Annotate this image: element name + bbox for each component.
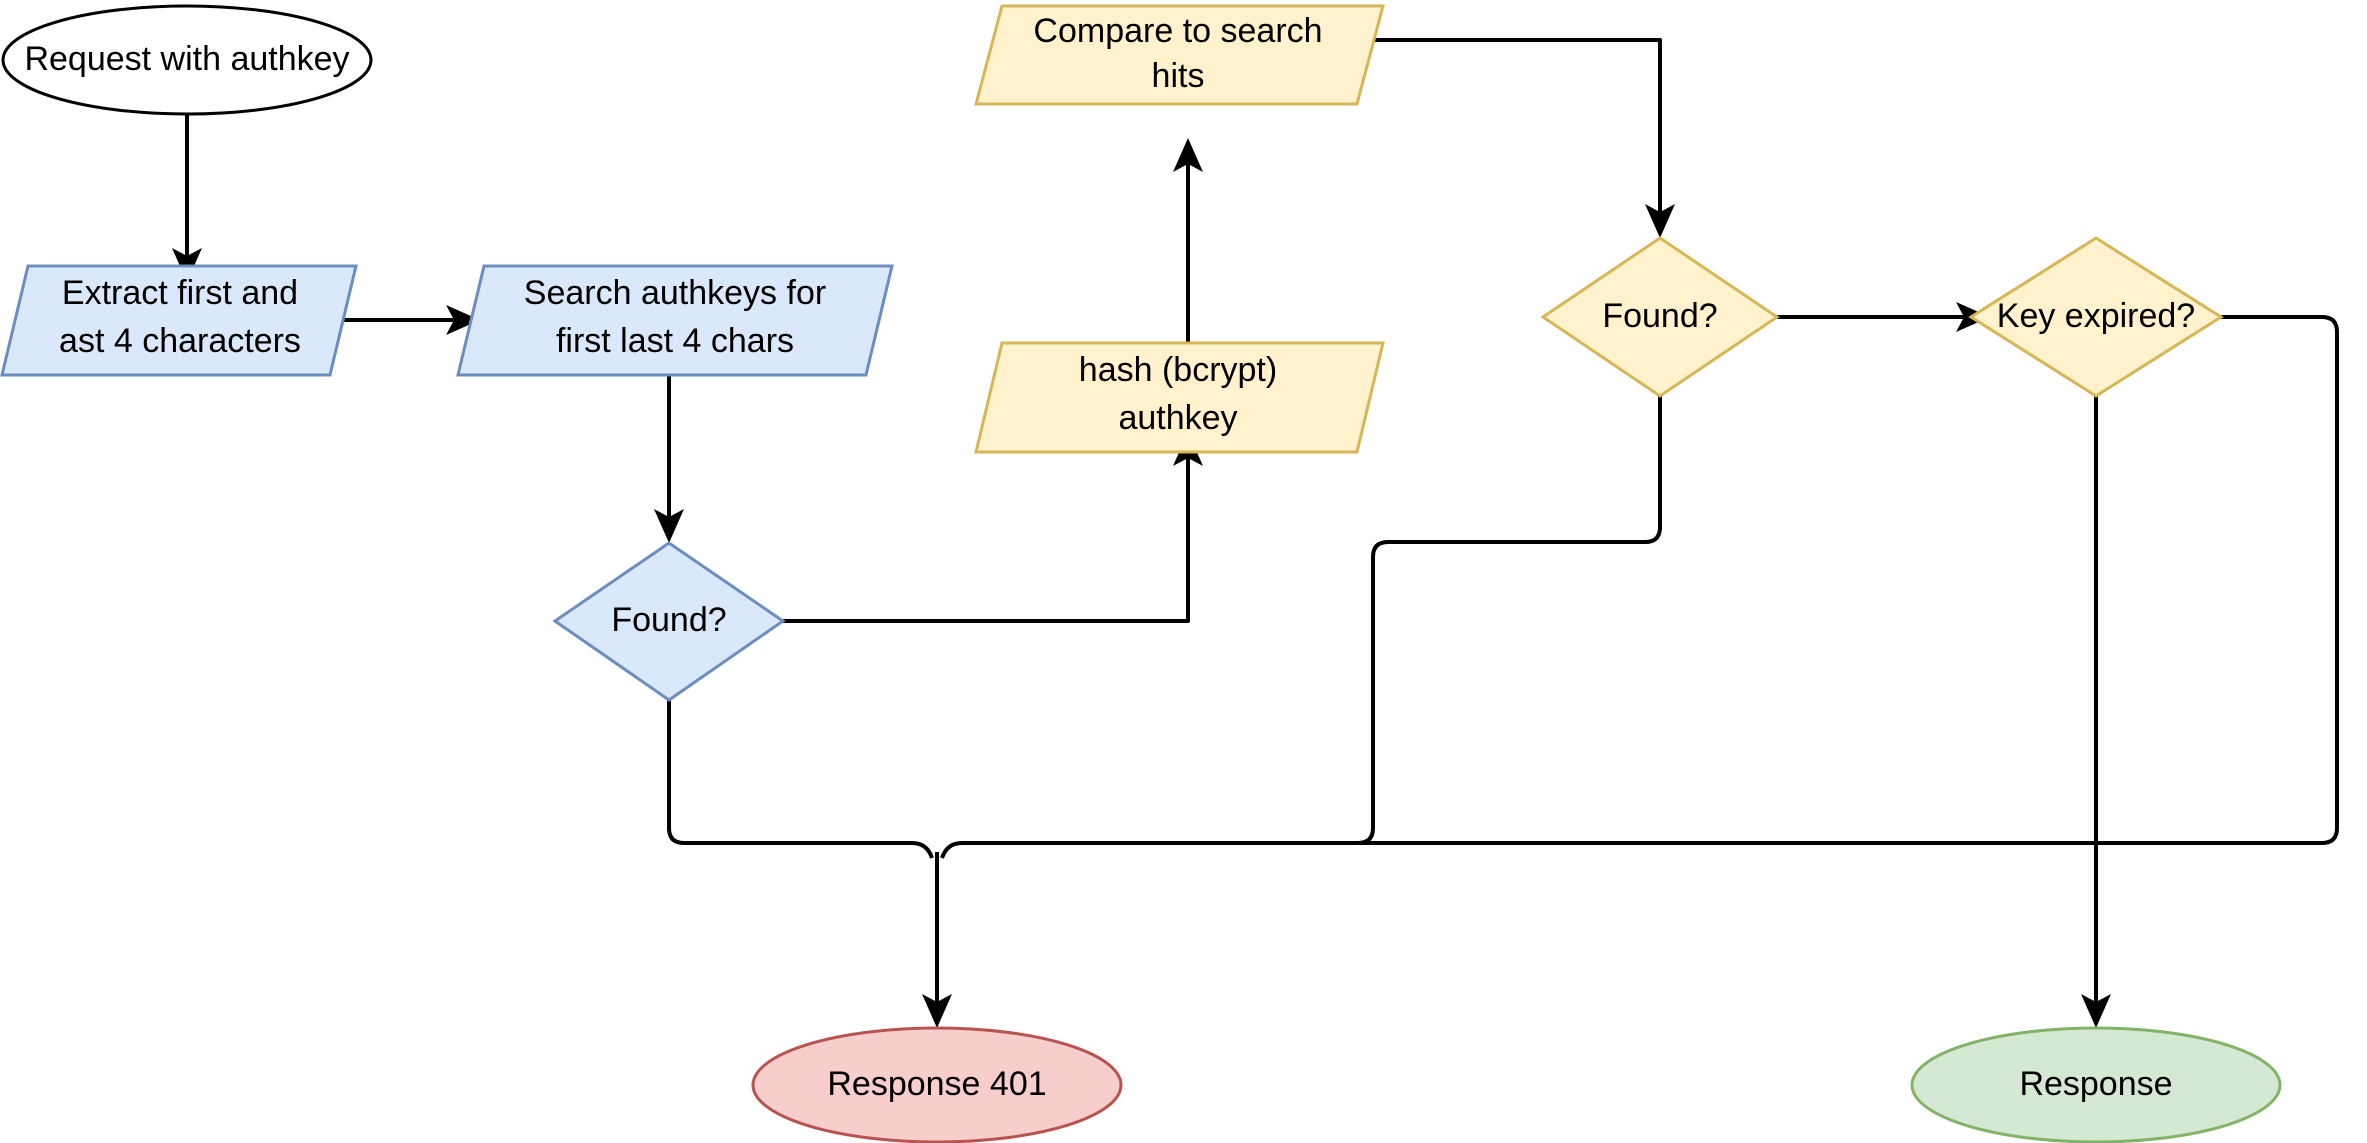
node-response-ok[interactable]: Response xyxy=(1910,1026,2282,1143)
node-response-401[interactable]: Response 401 xyxy=(751,1026,1123,1143)
node-start[interactable]: Request with authkey xyxy=(1,4,373,116)
edge-found-yellow-to-key-expired xyxy=(1777,302,1990,332)
response-401-label: Response 401 xyxy=(827,1065,1046,1103)
edge-key-expired-to-response-ok xyxy=(2081,396,2111,1028)
edge-compare-to-found-yellow xyxy=(1375,38,1675,238)
compare-parallelogram[interactable] xyxy=(974,4,1385,106)
node-extract[interactable]: Extract first and ast 4 characters xyxy=(0,264,358,377)
edge-path xyxy=(667,700,934,859)
arrowhead xyxy=(1645,204,1675,238)
found-yellow-label: Found? xyxy=(1602,297,1717,335)
hash-label-line1: hash (bcrypt) xyxy=(1079,351,1277,389)
node-key-expired[interactable]: Key expired? xyxy=(1968,236,2224,398)
start-ellipse[interactable] xyxy=(1,4,373,116)
arrowhead xyxy=(2081,994,2111,1028)
edge-search-to-found-blue xyxy=(654,363,684,543)
edge-path xyxy=(1375,38,1662,218)
node-found-yellow[interactable]: Found? xyxy=(1540,236,1780,398)
edge-layer xyxy=(172,38,2339,1028)
edge-extract-to-search xyxy=(334,305,480,335)
found-yellow-diamond[interactable] xyxy=(1540,236,1780,398)
compare-label-line2: hits xyxy=(1152,57,1205,95)
edge-path xyxy=(940,396,1662,859)
search-label-line2: first last 4 chars xyxy=(556,322,794,360)
edge-key-expired-to-response-401 xyxy=(962,315,2339,845)
extract-label-line1: Extract first and xyxy=(62,274,298,312)
edge-found-blue-to-response-401 xyxy=(667,700,934,859)
search-parallelogram[interactable] xyxy=(456,264,894,377)
search-label-line1: Search authkeys for xyxy=(524,274,826,312)
node-compare[interactable]: Compare to search hits xyxy=(974,4,1385,106)
response-401-ellipse[interactable] xyxy=(751,1026,1123,1143)
hash-parallelogram[interactable] xyxy=(974,341,1385,454)
arrowhead xyxy=(1173,138,1203,172)
key-expired-diamond[interactable] xyxy=(1968,236,2224,398)
edge-junction-to-response-401 xyxy=(922,852,952,1028)
edge-found-blue-to-hash xyxy=(783,432,1203,623)
response-ok-label: Response xyxy=(2019,1065,2172,1103)
node-found-blue[interactable]: Found? xyxy=(552,541,786,702)
node-search[interactable]: Search authkeys for first last 4 chars xyxy=(456,264,894,377)
arrowhead xyxy=(446,305,480,335)
start-label: Request with authkey xyxy=(24,40,349,78)
response-ok-ellipse[interactable] xyxy=(1910,1026,2282,1143)
edge-start-to-extract xyxy=(172,108,202,282)
edge-found-yellow-to-response-401 xyxy=(940,396,1662,859)
found-blue-label: Found? xyxy=(611,601,726,639)
found-blue-diamond[interactable] xyxy=(552,541,786,702)
hash-label-line2: authkey xyxy=(1118,399,1237,437)
extract-label-line2: ast 4 characters xyxy=(59,322,301,360)
node-layer: Request with authkey Extract first and a… xyxy=(0,4,2282,1143)
edge-path xyxy=(962,315,2339,845)
arrowhead xyxy=(922,994,952,1028)
edge-path xyxy=(783,452,1190,623)
extract-parallelogram[interactable] xyxy=(0,264,358,377)
node-hash[interactable]: hash (bcrypt) authkey xyxy=(974,341,1385,454)
edge-hash-to-compare xyxy=(1173,138,1203,352)
compare-label-line1: Compare to search xyxy=(1033,12,1322,50)
arrowhead xyxy=(654,509,684,543)
key-expired-label: Key expired? xyxy=(1997,297,2195,335)
